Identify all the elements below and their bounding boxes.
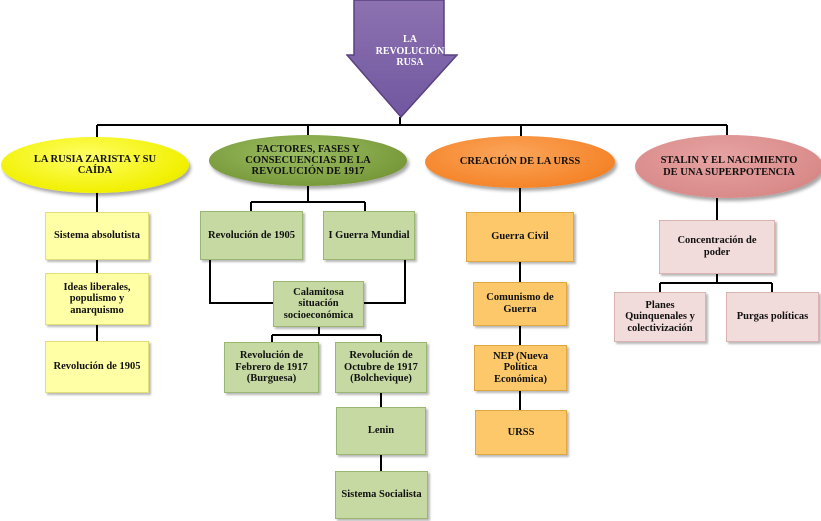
node-guerra-civil: Guerra Civil: [466, 212, 574, 262]
heading-stalin: STALIN Y EL NACIMIENTO DE UNA SUPERPOTEN…: [635, 135, 821, 198]
node-situacion-socioeconomica: Calamitosa situación socioeconómica: [273, 281, 364, 327]
node-sistema-socialista: Sistema Socialista: [335, 471, 428, 519]
title-line-3: RUSA: [396, 57, 424, 68]
node-revolucion-octubre: Revolución de Octubre de 1917 (Bolcheviq…: [335, 342, 427, 393]
main-title: LA REVOLUCIÓN RUSA: [360, 34, 460, 69]
node-urss: URSS: [475, 410, 567, 455]
node-revolucion-febrero: Revolución de Febrero de 1917 (Burguesa): [224, 342, 319, 393]
node-i-guerra-mundial: I Guerra Mundial: [323, 211, 415, 260]
node-sistema-absolutista: Sistema absolutista: [45, 212, 149, 260]
node-planes-quinquenales: Planes Quinquenales y colectivización: [614, 292, 706, 342]
node-purgas-politicas: Purgas políticas: [726, 292, 819, 342]
heading-rusia-zarista: LA RUSIA ZARISTA Y SU CAÍDA: [1, 137, 189, 193]
down-arrow-shape: [346, 0, 458, 119]
node-concentracion-poder: Concentración de poder: [659, 220, 775, 274]
node-comunismo-de-guerra: Comunismo de Guerra: [473, 282, 567, 326]
title-line-1: LA: [403, 34, 417, 45]
node-revolucion-1905-cause: Revolución de 1905: [200, 211, 303, 260]
node-ideas-liberales: Ideas liberales, populismo y anarquismo: [45, 273, 149, 325]
heading-factores-revolucion: FACTORES, FASES Y CONSECUENCIAS DE LA RE…: [209, 135, 407, 186]
node-revolucion-1905: Revolución de 1905: [45, 341, 149, 393]
heading-creacion-urss: CREACIÓN DE LA URSS: [425, 136, 615, 188]
node-nep: NEP (Nueva Política Económica): [474, 345, 567, 391]
title-line-2: REVOLUCIÓN: [375, 45, 445, 57]
node-lenin: Lenin: [336, 407, 426, 455]
